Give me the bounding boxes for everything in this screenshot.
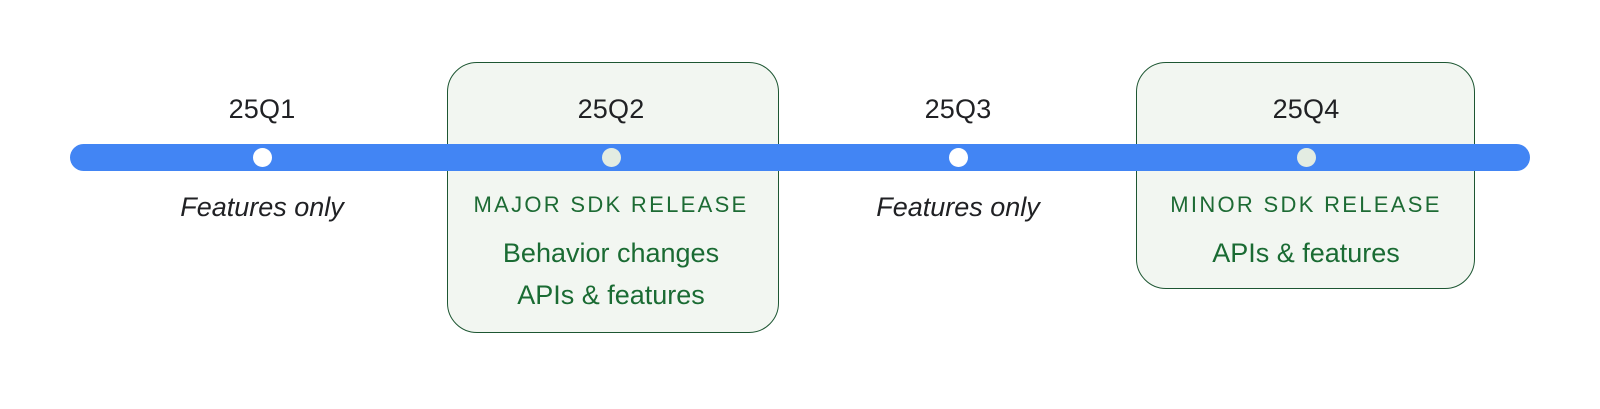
release-body-q4: MINOR SDK RELEASE APIs & features (1106, 190, 1506, 274)
release-card-q4 (1136, 62, 1475, 289)
milestone-dot-q3 (949, 148, 968, 167)
release-kicker-q4: MINOR SDK RELEASE (1170, 192, 1442, 217)
release-kicker-q2: MAJOR SDK RELEASE (473, 192, 749, 217)
quarter-note-q3: Features only (876, 192, 1040, 222)
release-line-q2-0: Behavior changes (502, 238, 720, 268)
quarter-label-q1: 25Q1 (228, 94, 296, 124)
milestone-dot-q4 (1297, 148, 1316, 167)
quarter-label-q2: 25Q2 (577, 94, 645, 124)
quarter-label-q3: 25Q3 (924, 94, 992, 124)
milestone-dot-q1 (253, 148, 272, 167)
release-card-q2 (447, 62, 779, 333)
release-line-q4-0: APIs & features (1212, 238, 1400, 268)
release-line-q2-1: APIs & features (517, 280, 705, 310)
release-body-q2: MAJOR SDK RELEASE Behavior changes APIs … (411, 190, 811, 316)
timeline-bar (70, 144, 1530, 171)
quarter-label-q4: 25Q4 (1272, 94, 1340, 124)
milestone-dot-q2 (602, 148, 621, 167)
quarter-note-q1: Features only (180, 192, 344, 222)
